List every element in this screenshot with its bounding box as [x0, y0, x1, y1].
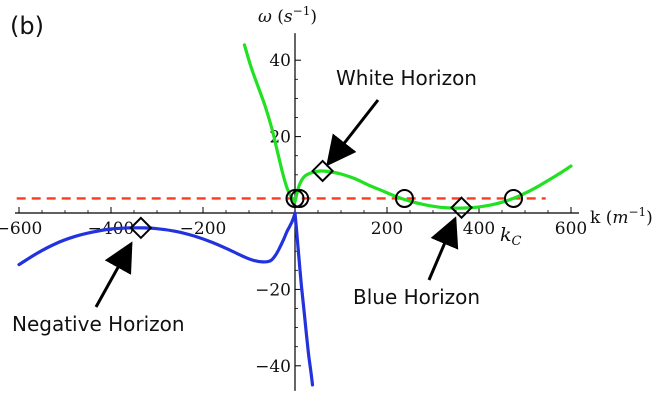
- series-group: [17, 43, 573, 387]
- markers-group: [129, 159, 523, 240]
- circle-marker: [290, 188, 310, 208]
- x-tick-label: 400: [463, 219, 495, 239]
- x-tick-label: −600: [0, 219, 42, 239]
- circle-marker: [504, 188, 523, 208]
- diamond-marker: [450, 196, 473, 220]
- x-axis-label: k (m−1): [590, 205, 653, 228]
- annotation-negative-horizon: Negative Horizon: [12, 312, 185, 336]
- annotation-blue-horizon: Blue Horizon: [353, 285, 480, 309]
- series-line-0: [242, 43, 573, 210]
- panel-label: (b): [10, 12, 44, 40]
- arrow-white-horizon: [326, 99, 380, 167]
- arrow-blue-horizon: [427, 216, 459, 281]
- x-tick-label: 600: [555, 219, 587, 239]
- y-axis-label: ω (s−1): [258, 4, 317, 27]
- diamond-marker: [129, 216, 153, 240]
- circle-marker: [394, 188, 414, 208]
- y-tick-label: −20: [255, 280, 291, 300]
- diamond-marker: [311, 159, 335, 183]
- circle-marker: [285, 188, 305, 208]
- y-tick-label: −40: [255, 357, 291, 377]
- x-tick-label: 200: [371, 219, 403, 239]
- annotation-white-horizon: White Horizon: [336, 66, 477, 90]
- series-line-1: [17, 211, 297, 267]
- y-tick-label: 40: [269, 51, 291, 71]
- series-line-2: [293, 211, 315, 387]
- x-tick-label: −200: [180, 219, 227, 239]
- annotation-kc: kC: [500, 224, 522, 249]
- arrow-negative-horizon: [94, 241, 133, 308]
